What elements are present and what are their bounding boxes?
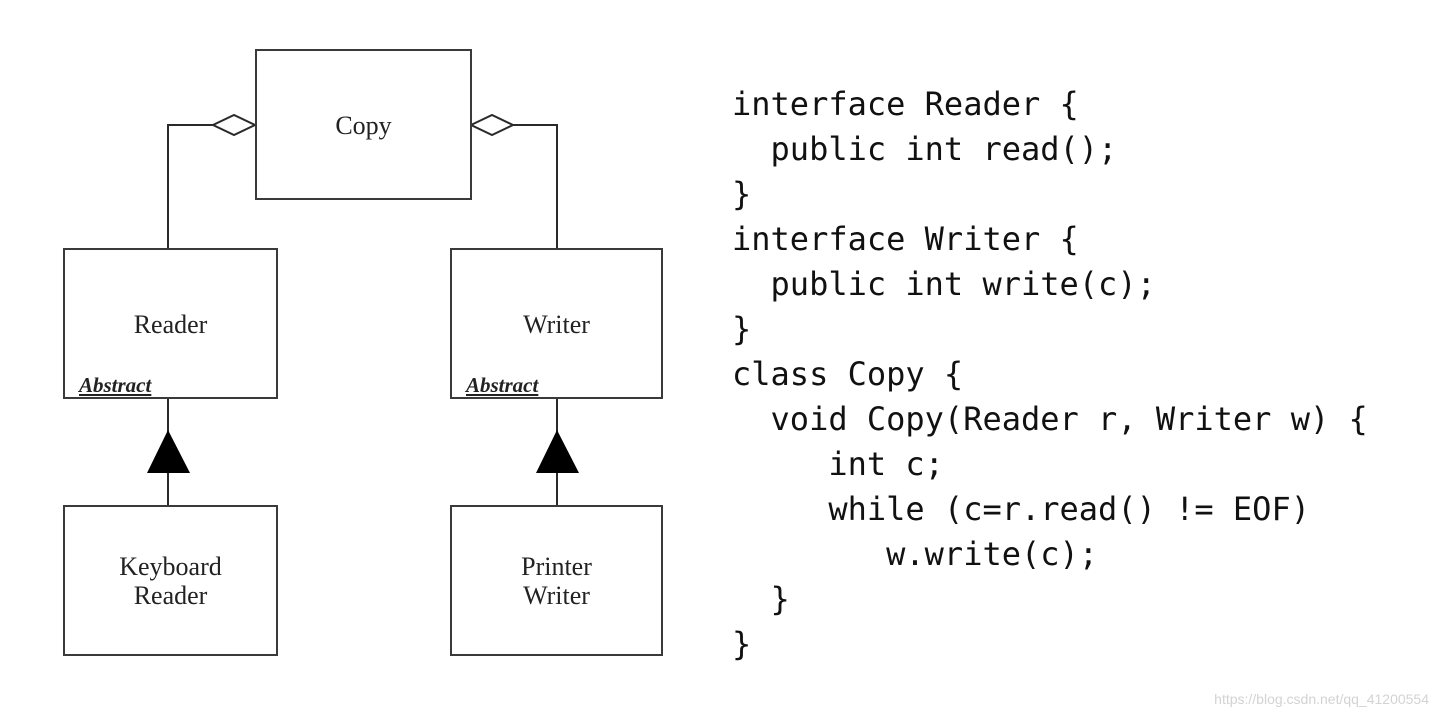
code-line: }	[732, 310, 752, 348]
code-line: void Copy(Reader r, Writer w) {	[732, 400, 1368, 438]
writer-inheritance-arrowhead	[536, 430, 579, 473]
writer-class-label: Writer	[523, 310, 590, 339]
writer-class-box: Writer Abstract	[450, 248, 663, 399]
code-line: interface Reader {	[732, 85, 1079, 123]
code-line: w.write(c);	[732, 535, 1099, 573]
reader-class-box: Reader Abstract	[63, 248, 278, 399]
writer-aggregation-diamond	[468, 113, 516, 137]
code-line: int c;	[732, 445, 944, 483]
code-line: public int write(c);	[732, 265, 1156, 303]
code-line: }	[732, 175, 752, 213]
reader-aggregation-diamond	[210, 113, 258, 137]
keyboard-reader-label-line2: Reader	[133, 581, 208, 610]
keyboard-reader-label-line1: Keyboard	[119, 552, 222, 581]
reader-class-label: Reader	[133, 310, 208, 339]
reader-inheritance-arrowhead	[147, 430, 190, 473]
code-line: class Copy {	[732, 355, 964, 393]
writer-abstract-label: Abstract	[466, 373, 539, 397]
uml-diagram: Copy Reader Abstract Writer Abstract Key…	[0, 0, 680, 715]
printer-writer-label-line1: Printer	[521, 552, 592, 581]
printer-writer-label-line2: Writer	[523, 581, 590, 610]
copy-class-box: Copy	[255, 49, 472, 200]
copy-class-label: Copy	[335, 111, 392, 140]
printer-writer-class-box: Printer Writer	[450, 505, 663, 656]
code-listing: interface Reader { public int read(); } …	[732, 82, 1368, 667]
writer-aggregation-line	[513, 124, 558, 248]
keyboard-reader-class-box: Keyboard Reader	[63, 505, 278, 656]
watermark-url: https://blog.csdn.net/qq_41200554	[1214, 691, 1429, 707]
reader-abstract-label: Abstract	[79, 373, 152, 397]
code-line: }	[732, 625, 752, 663]
code-line: interface Writer {	[732, 220, 1079, 258]
code-line: while (c=r.read() != EOF)	[732, 490, 1310, 528]
reader-aggregation-line	[167, 124, 213, 248]
uml-connectors	[147, 113, 579, 505]
code-line: public int read();	[732, 130, 1118, 168]
code-line: }	[732, 580, 790, 618]
